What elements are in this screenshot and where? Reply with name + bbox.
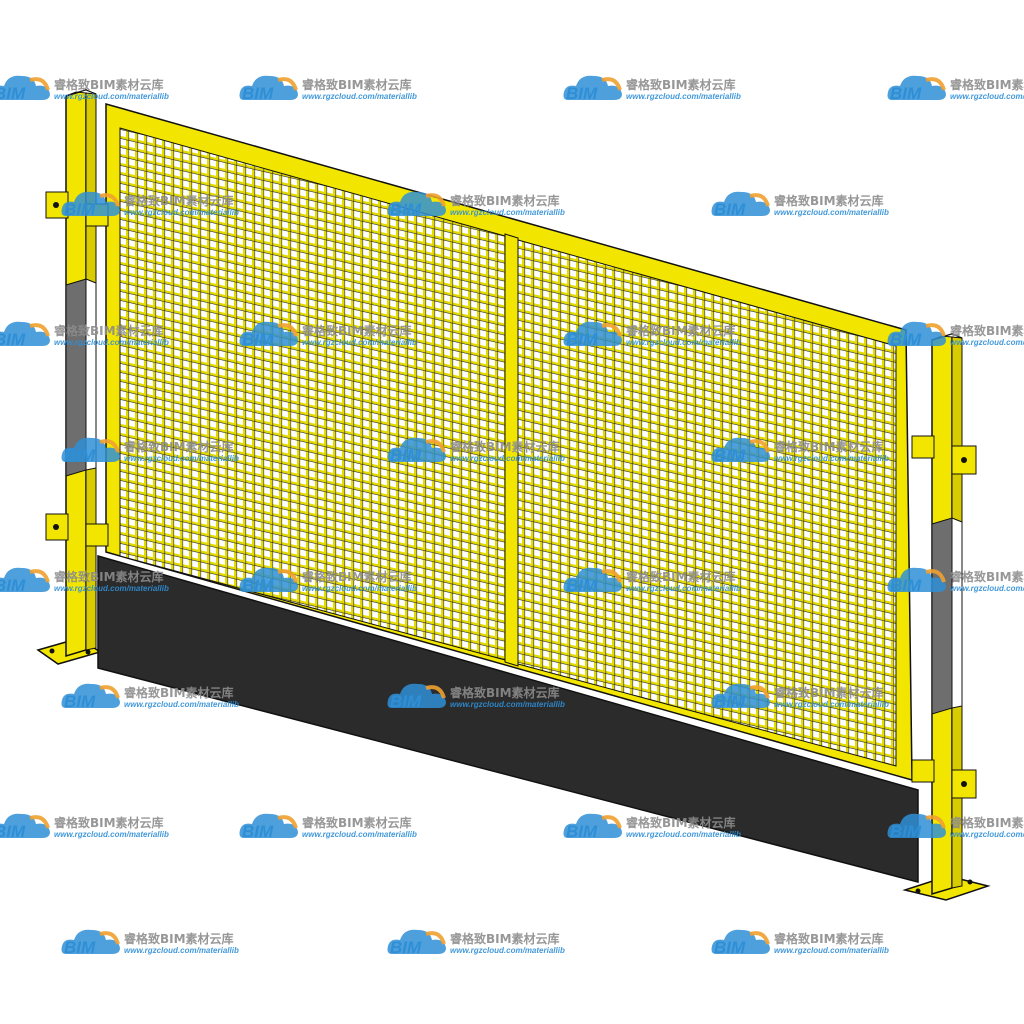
left-post — [45, 88, 109, 658]
kick-plate — [97, 555, 919, 883]
right-post — [911, 332, 977, 896]
center-mullion — [504, 233, 519, 667]
